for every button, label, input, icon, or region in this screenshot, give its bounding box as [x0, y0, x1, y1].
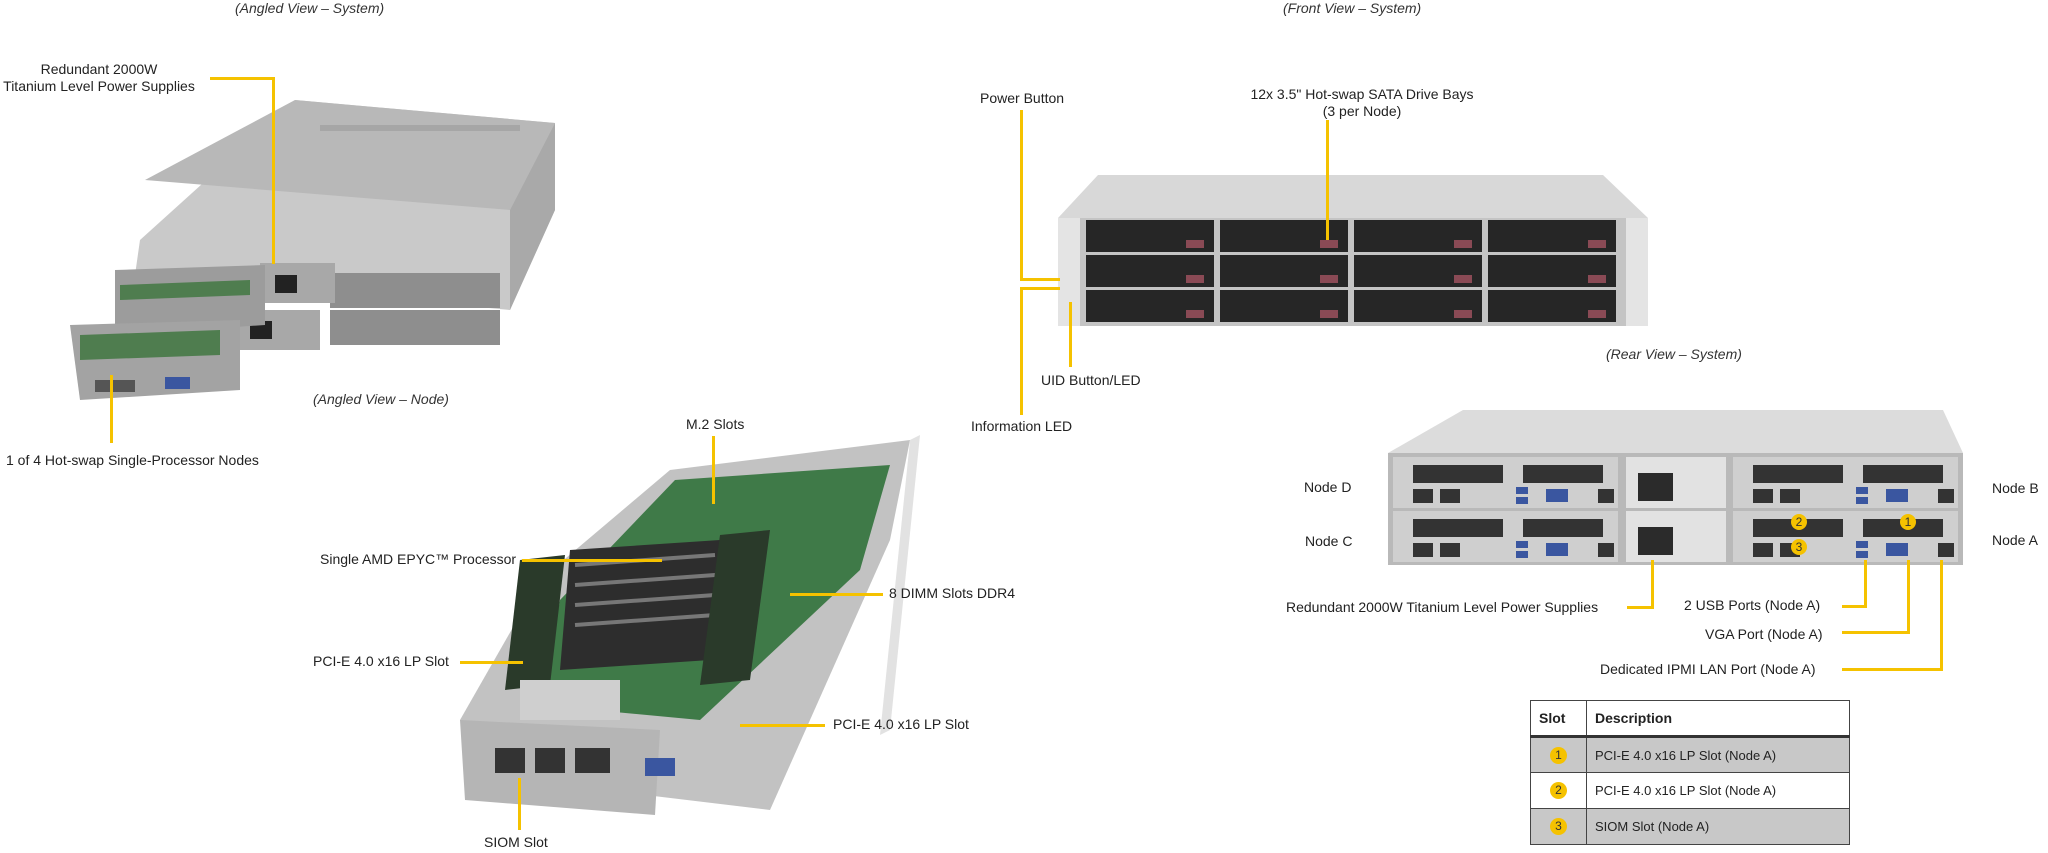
slot-description: PCI-E 4.0 x16 LP Slot (Node A): [1586, 772, 1850, 809]
slot-table-header: Slot Description: [1530, 700, 1850, 738]
header-slot: Slot: [1530, 700, 1587, 738]
label-node-b: Node B: [1992, 480, 2039, 496]
callout-psu-angled-line1: Redundant 2000W: [40, 61, 158, 77]
leader-line: [522, 559, 662, 562]
badge-slot-2: 2: [1791, 514, 1807, 530]
leader-line: [1842, 605, 1867, 608]
leader-line: [1864, 560, 1867, 608]
badge-slot-3: 3: [1791, 539, 1807, 555]
slot-badge: 1: [1550, 746, 1567, 764]
header-description: Description: [1586, 700, 1850, 738]
front-system-image: [1058, 175, 1648, 326]
slot-badge: 2: [1550, 782, 1567, 799]
callout-ipmi: Dedicated IPMI LAN Port (Node A): [1600, 661, 1816, 677]
caption-angled-system: (Angled View – System): [235, 0, 385, 16]
callout-drive-bays-line2: (3 per Node): [1322, 103, 1402, 119]
leader-line: [1940, 560, 1943, 671]
drive-bay-latch: [1588, 275, 1606, 283]
table-row: 1 PCI-E 4.0 x16 LP Slot (Node A): [1530, 736, 1850, 773]
leader-line: [1842, 668, 1943, 671]
leader-line: [1020, 110, 1023, 280]
table-row: 2 PCI-E 4.0 x16 LP Slot (Node A): [1530, 772, 1850, 809]
drive-bay-latch: [1454, 275, 1472, 283]
label-node-a: Node A: [1992, 532, 2038, 548]
caption-angled-node: (Angled View – Node): [313, 391, 449, 407]
leader-line: [712, 436, 715, 504]
slot-table: Slot Description 1 PCI-E 4.0 x16 LP Slot…: [1530, 700, 1850, 845]
leader-line: [1069, 302, 1072, 367]
callout-drive-bays-line1: 12x 3.5" Hot-swap SATA Drive Bays: [1250, 86, 1474, 102]
leader-line: [1651, 560, 1654, 609]
callout-pcie-left: PCI-E 4.0 x16 LP Slot: [313, 653, 449, 669]
callout-power-button: Power Button: [980, 90, 1065, 106]
caption-rear-system: (Rear View – System): [1606, 346, 1742, 362]
leader-line: [790, 593, 883, 596]
leader-line: [272, 77, 275, 264]
callout-vga: VGA Port (Node A): [1705, 626, 1823, 642]
caption-front-system: (Front View – System): [1283, 0, 1422, 16]
leader-line: [460, 661, 523, 664]
rear-system-image: [1388, 410, 1963, 565]
callout-psu-angled: Redundant 2000W Titanium Level Power Sup…: [0, 61, 198, 95]
drive-bay-latch: [1588, 240, 1606, 248]
callout-processor: Single AMD EPYC™ Processor: [320, 551, 517, 567]
drive-bay-latch: [1320, 275, 1338, 283]
drive-bay-latch: [1454, 240, 1472, 248]
leader-line: [740, 724, 825, 727]
drive-bay-latch: [1186, 275, 1204, 283]
callout-m2-slots: M.2 Slots: [686, 416, 745, 432]
badge-slot-1: 1: [1900, 514, 1916, 530]
drive-bay-latch: [1320, 310, 1338, 318]
callout-info-led: Information LED: [971, 418, 1073, 434]
leader-line: [110, 375, 113, 443]
label-node-d: Node D: [1304, 479, 1352, 495]
callout-drive-bays: 12x 3.5" Hot-swap SATA Drive Bays (3 per…: [1212, 86, 1512, 120]
angled-system-image: [70, 100, 555, 400]
drive-bay-latch: [1186, 310, 1204, 318]
leader-line: [518, 778, 521, 830]
drive-bay-latch: [1454, 310, 1472, 318]
callout-pcie-right: PCI-E 4.0 x16 LP Slot: [833, 716, 969, 732]
leader-line: [210, 77, 275, 80]
angled-node-image: [460, 435, 920, 815]
drive-bay-latch: [1588, 310, 1606, 318]
callout-psu-rear: Redundant 2000W Titanium Level Power Sup…: [1286, 599, 1599, 615]
callout-uid: UID Button/LED: [1041, 372, 1141, 388]
leader-line: [1020, 287, 1060, 290]
slot-badge: 3: [1550, 818, 1567, 835]
label-node-c: Node C: [1305, 533, 1353, 549]
leader-line: [1326, 120, 1329, 240]
leader-line: [1020, 278, 1060, 281]
table-row: 3 SIOM Slot (Node A): [1530, 808, 1850, 845]
slot-description: SIOM Slot (Node A): [1586, 808, 1850, 845]
leader-line: [1627, 606, 1654, 609]
leader-line: [1842, 631, 1910, 634]
callout-dimm: 8 DIMM Slots DDR4: [889, 585, 1016, 601]
slot-description: PCI-E 4.0 x16 LP Slot (Node A): [1586, 736, 1850, 773]
leader-line: [1907, 560, 1910, 634]
callout-siom: SIOM Slot: [484, 834, 548, 850]
callout-usb: 2 USB Ports (Node A): [1684, 597, 1821, 613]
callout-hotswap-nodes: 1 of 4 Hot-swap Single-Processor Nodes: [6, 452, 259, 468]
drive-bay-latch: [1186, 240, 1204, 248]
callout-psu-angled-line2: Titanium Level Power Supplies: [3, 78, 195, 94]
drive-bay-latch: [1320, 240, 1338, 248]
leader-line: [1020, 287, 1023, 415]
